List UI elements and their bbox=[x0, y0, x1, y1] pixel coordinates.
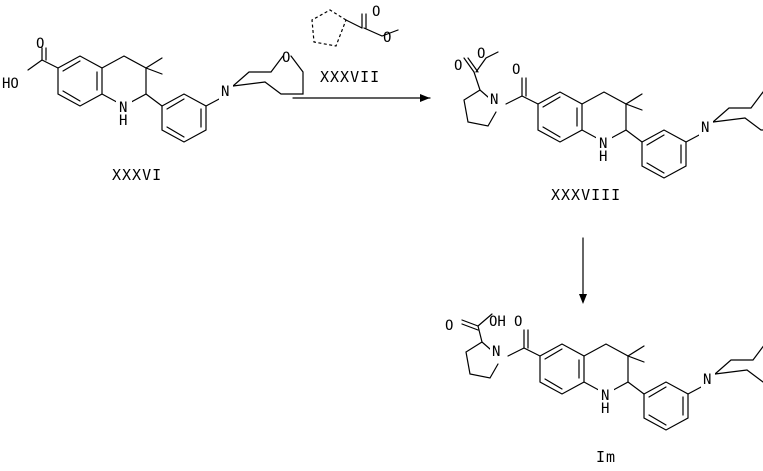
compound-im: O OH O N Im bbox=[445, 314, 763, 466]
reagent-xxxvii: O O XXXVII bbox=[312, 4, 398, 86]
compound-xxxvi: O HO XXXVI bbox=[2, 36, 303, 184]
acid-oxygen-label: O bbox=[36, 36, 44, 52]
reaction-arrow bbox=[293, 94, 430, 102]
compound-xxxviii: O O O N XXXVIII bbox=[454, 46, 763, 204]
compound-label-xxxvi: XXXVI bbox=[112, 166, 162, 184]
reagent-ether-oxygen-label: O bbox=[383, 30, 391, 46]
reagent-carbonyl-oxygen-label: O bbox=[372, 4, 380, 20]
product-hydroxyl-label: OH bbox=[489, 314, 506, 330]
proline-nitrogen-label: N bbox=[490, 92, 498, 108]
product-acid-oxygen-label: O bbox=[445, 318, 453, 334]
amide-oxygen-label: O bbox=[512, 62, 520, 78]
compound-label-xxxviii: XXXVIII bbox=[551, 186, 621, 204]
product-amide-oxygen-label: O bbox=[514, 314, 522, 330]
product-proline-nitrogen-label: N bbox=[492, 344, 500, 360]
compound-label-im: Im bbox=[596, 448, 616, 466]
ester-carbonyl-oxygen-label: O bbox=[454, 58, 462, 74]
ester-ether-oxygen-label: O bbox=[477, 46, 485, 62]
compound-label-xxxvii: XXXVII bbox=[320, 68, 380, 86]
acid-hydroxyl-label: HO bbox=[2, 76, 19, 92]
down-arrow bbox=[579, 238, 587, 304]
